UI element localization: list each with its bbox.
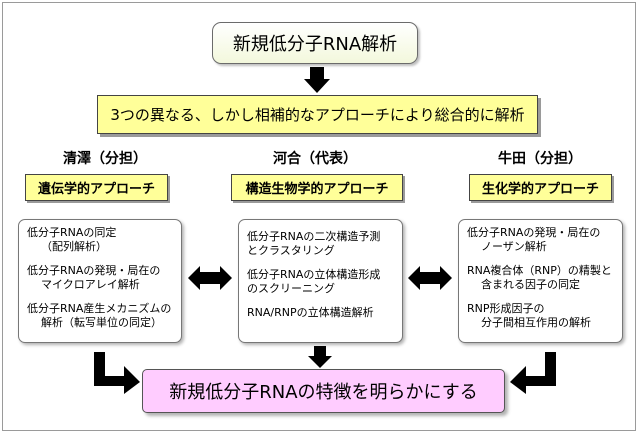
item-subline: マイクロアレイ解析 xyxy=(41,278,140,291)
list-item: 低分子RNA産生メカニズムの 解析（転写単位の同定） xyxy=(27,302,173,330)
bent-arrow-left xyxy=(94,352,140,394)
method-label: 遺伝学的アプローチ xyxy=(37,182,155,197)
person-label: 河合（代表） xyxy=(273,151,357,167)
item-line: 低分子RNAの二次構造予測 xyxy=(247,230,381,243)
method-biochemical: 生化学的アプローチ xyxy=(469,174,612,201)
title-box: 新規低分子RNA解析 xyxy=(212,22,418,64)
list-item: 低分子RNAの立体構造形成 のスクリーニング xyxy=(247,268,394,296)
person-label: 牛田（分担） xyxy=(498,151,582,167)
item-subline: のスクリーニング xyxy=(247,282,335,295)
goal-text: 新規低分子RNAの特徴を明らかにする xyxy=(169,382,478,403)
item-subline: ノーザン解析 xyxy=(481,240,547,253)
down-arrow-bottom xyxy=(308,346,332,368)
approach-text: 3つの異なる、しかし相補的なアプローチにより総合的に解析 xyxy=(110,106,525,124)
content-box-structural: 低分子RNAの二次構造予測 とクラスタリング 低分子RNAの立体構造形成 のスク… xyxy=(238,219,403,343)
list-item: RNA複合体（RNP）の精製と 含まれる因子の同定 xyxy=(467,264,614,292)
double-arrow-left xyxy=(188,266,232,290)
method-structural: 構造生物学的アプローチ xyxy=(231,174,403,201)
item-line: 低分子RNAの同定 xyxy=(27,226,117,239)
method-label: 生化学的アプローチ xyxy=(481,182,599,197)
bent-arrow-right xyxy=(510,352,556,394)
goal-box: 新規低分子RNAの特徴を明らかにする xyxy=(142,369,505,413)
item-subline: （配列解析） xyxy=(41,240,107,253)
item-line: RNP形成因子の xyxy=(467,302,545,315)
method-genetic: 遺伝学的アプローチ xyxy=(25,174,168,201)
item-line: 低分子RNAの立体構造形成 xyxy=(247,268,381,281)
item-line: 低分子RNA産生メカニズムの xyxy=(27,302,172,315)
item-line: RNA/RNPの立体構造解析 xyxy=(247,306,374,319)
content-box-genetic: 低分子RNAの同定 （配列解析） 低分子RNAの発現・局在の マイクロアレイ解析… xyxy=(18,219,182,343)
item-line: 低分子RNAの発現・局在の xyxy=(467,226,601,239)
person-label: 清澤（分担） xyxy=(63,151,147,167)
person-ushida: 牛田（分担） xyxy=(470,148,610,168)
item-subline: とクラスタリング xyxy=(247,244,335,257)
approach-box: 3つの異なる、しかし相補的なアプローチにより総合的に解析 xyxy=(97,95,538,134)
method-label: 構造生物学的アプローチ xyxy=(245,182,389,197)
double-arrow-right xyxy=(408,266,452,290)
list-item: 低分子RNAの二次構造予測 とクラスタリング xyxy=(247,230,394,258)
list-item: 低分子RNAの発現・局在の ノーザン解析 xyxy=(467,226,614,254)
list-item: 低分子RNAの発現・局在の マイクロアレイ解析 xyxy=(27,264,173,292)
person-kawai: 河合（代表） xyxy=(245,148,385,168)
item-line: 低分子RNAの発現・局在の xyxy=(27,264,161,277)
down-arrow-top xyxy=(304,67,330,93)
list-item: RNA/RNPの立体構造解析 xyxy=(247,306,394,320)
content-box-biochemical: 低分子RNAの発現・局在の ノーザン解析 RNA複合体（RNP）の精製と 含まれ… xyxy=(458,219,623,343)
item-line: RNA複合体（RNP）の精製と xyxy=(467,264,612,277)
item-subline: 解析（転写単位の同定） xyxy=(41,316,162,329)
list-item: 低分子RNAの同定 （配列解析） xyxy=(27,226,173,254)
item-subline: 含まれる因子の同定 xyxy=(481,278,580,291)
title-text: 新規低分子RNA解析 xyxy=(232,34,398,55)
list-item: RNP形成因子の 分子間相互作用の解析 xyxy=(467,302,614,330)
item-subline: 分子間相互作用の解析 xyxy=(481,316,591,329)
person-kiyosawa: 清澤（分担） xyxy=(35,148,175,168)
